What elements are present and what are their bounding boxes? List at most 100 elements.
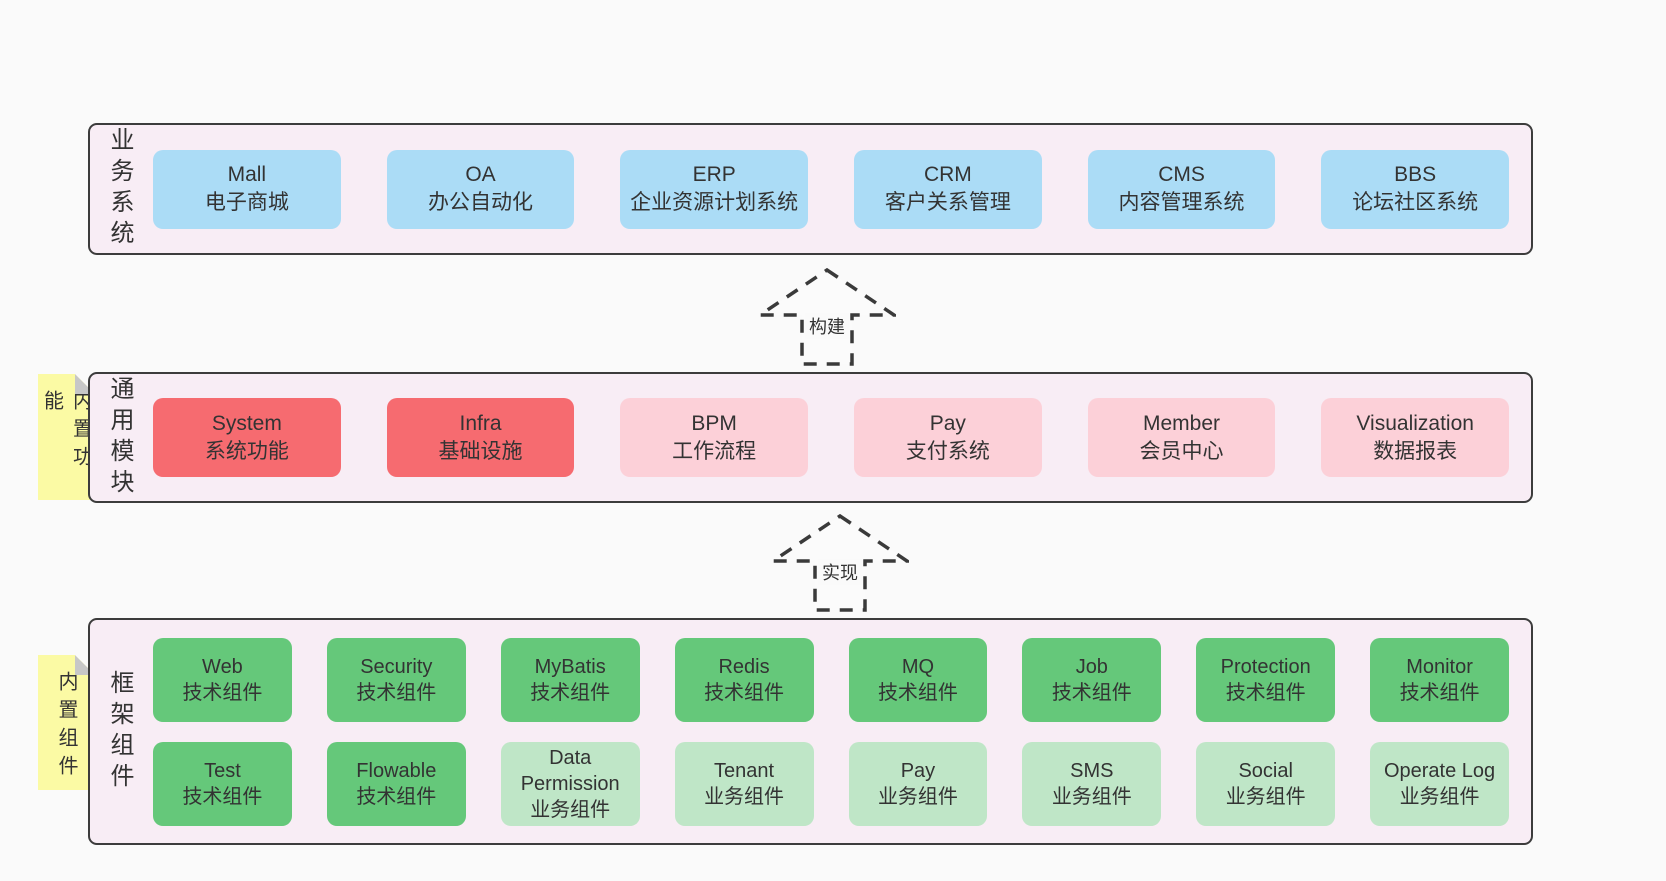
box-desc: 客户关系管理 — [884, 191, 1011, 214]
box-name: BPM — [691, 411, 737, 435]
framework-rows: Web 技术组件 Security 技术组件 MyBatis 技术组件 Redi… — [137, 637, 1531, 826]
box-name: Member — [1143, 411, 1221, 435]
arrow-build-label: 构建 — [805, 313, 849, 339]
box-cms: CMS 内容管理系统 — [1087, 149, 1276, 229]
box-desc: 技术组件 — [356, 681, 437, 704]
box-desc: 会员中心 — [1139, 439, 1224, 463]
box-desc: 工作流程 — [672, 439, 757, 463]
box-desc: 技术组件 — [877, 681, 958, 704]
arrow-implement-label: 实现 — [818, 559, 862, 585]
box-protection: Protection 技术组件 — [1196, 637, 1336, 722]
box-name: Infra — [459, 411, 502, 435]
box-name: MyBatis — [534, 655, 606, 678]
box-name: CRM — [923, 163, 972, 186]
box-test: Test 技术组件 — [153, 741, 292, 826]
box-desc: 电子商城 — [204, 191, 289, 214]
box-name: Visualization — [1356, 411, 1474, 435]
box-name: Operate Log — [1383, 759, 1496, 782]
box-desc: 内容管理系统 — [1118, 191, 1245, 214]
box-name: Protection — [1220, 655, 1311, 678]
box-name: Pay — [929, 411, 966, 435]
box-job: Job 技术组件 — [1022, 637, 1162, 722]
note-text: 内置功能 — [40, 390, 92, 474]
panel-business-systems: 业务系统 Mall 电子商城 OA 办公自动化 ERP 企业资源计划系统 CRM… — [88, 123, 1533, 255]
box-bbs: BBS 论坛社区系统 — [1321, 149, 1510, 229]
box-desc: 技术组件 — [1051, 681, 1132, 704]
box-desc: 业务组件 — [1399, 785, 1480, 808]
sticky-note-builtin-components: 内置组件 — [38, 655, 95, 790]
box-name: Web — [202, 655, 243, 678]
box-desc: 业务组件 — [1225, 785, 1306, 808]
box-flowable: Flowable 技术组件 — [326, 741, 466, 826]
box-name: Security — [360, 655, 433, 678]
arrow-implement: 实现 — [771, 514, 909, 612]
box-name: OA — [465, 163, 496, 186]
box-data-permission: Data Permission 业务组件 — [500, 741, 640, 826]
box-mq: MQ 技术组件 — [848, 637, 988, 722]
section-label-modules: 通用模块 — [106, 375, 133, 500]
box-desc: 基础设施 — [438, 439, 523, 463]
box-desc: 办公自动化 — [428, 191, 533, 214]
box-bpm: BPM 工作流程 — [620, 398, 809, 477]
box-redis: Redis 技术组件 — [674, 637, 814, 722]
sticky-note-builtin-features: 内置功能 — [38, 374, 95, 500]
section-label-framework: 框架组件 — [106, 669, 133, 794]
box-name: ERP — [692, 163, 736, 186]
box-desc: 论坛社区系统 — [1352, 191, 1479, 214]
framework-row-2: Test 技术组件 Flowable 技术组件 Data Permission … — [153, 741, 1509, 826]
box-social: Social 业务组件 — [1196, 741, 1336, 826]
box-name: Monitor — [1406, 655, 1473, 678]
box-desc: 业务组件 — [1051, 785, 1132, 808]
box-name: Flowable — [356, 759, 437, 782]
box-desc: 数据报表 — [1373, 439, 1458, 463]
box-system: System 系统功能 — [153, 398, 341, 477]
framework-row-1: Web 技术组件 Security 技术组件 MyBatis 技术组件 Redi… — [153, 637, 1509, 722]
box-desc: 支付系统 — [905, 439, 990, 463]
box-name: Redis — [718, 655, 770, 678]
box-desc: 技术组件 — [1225, 681, 1306, 704]
box-crm: CRM 客户关系管理 — [854, 149, 1042, 229]
box-pay-component: Pay 业务组件 — [848, 741, 988, 826]
box-desc: 技术组件 — [356, 785, 437, 808]
box-name: Mall — [227, 163, 267, 186]
box-desc: 技术组件 — [182, 681, 263, 704]
panel-framework-components: 框架组件 Web 技术组件 Security 技术组件 MyBatis 技术组件… — [88, 618, 1533, 845]
box-oa: OA 办公自动化 — [386, 149, 575, 229]
arrow-build: 构建 — [758, 268, 896, 366]
note-text: 内置组件 — [55, 671, 77, 783]
box-name: BBS — [1394, 163, 1437, 186]
panel-common-modules: 通用模块 System 系统功能 Infra 基础设施 BPM 工作流程 Pay… — [88, 372, 1533, 503]
box-desc: 技术组件 — [1399, 681, 1480, 704]
modules-boxes-row: System 系统功能 Infra 基础设施 BPM 工作流程 Pay 支付系统… — [137, 398, 1531, 477]
box-name: Tenant — [714, 759, 775, 782]
box-name: Pay — [900, 759, 936, 782]
box-desc: 业务组件 — [704, 785, 785, 808]
box-desc: 企业资源计划系统 — [630, 191, 799, 214]
box-pay: Pay 支付系统 — [854, 398, 1042, 477]
box-desc: 系统功能 — [204, 439, 289, 463]
business-boxes-row: Mall 电子商城 OA 办公自动化 ERP 企业资源计划系统 CRM 客户关系… — [137, 149, 1531, 229]
box-desc: 技术组件 — [182, 785, 263, 808]
section-label-business: 业务系统 — [106, 127, 133, 251]
box-infra: Infra 基础设施 — [386, 398, 575, 477]
box-name: Job — [1075, 655, 1108, 678]
box-name: Data Permission — [520, 746, 620, 795]
box-name: MQ — [901, 655, 935, 678]
box-sms: SMS 业务组件 — [1022, 741, 1162, 826]
box-visualization: Visualization 数据报表 — [1321, 398, 1510, 477]
box-name: Social — [1238, 759, 1293, 782]
box-name: Test — [204, 759, 241, 782]
box-security: Security 技术组件 — [326, 637, 466, 722]
box-name: SMS — [1070, 759, 1114, 782]
box-mall: Mall 电子商城 — [153, 149, 341, 229]
box-desc: 业务组件 — [877, 785, 958, 808]
box-tenant: Tenant 业务组件 — [674, 741, 814, 826]
box-operate-log: Operate Log 业务组件 — [1370, 741, 1509, 826]
box-web: Web 技术组件 — [153, 637, 292, 722]
box-monitor: Monitor 技术组件 — [1370, 637, 1509, 722]
box-mybatis: MyBatis 技术组件 — [500, 637, 640, 722]
box-name: System — [211, 411, 282, 435]
box-member: Member 会员中心 — [1087, 398, 1276, 477]
box-name: CMS — [1158, 163, 1205, 186]
